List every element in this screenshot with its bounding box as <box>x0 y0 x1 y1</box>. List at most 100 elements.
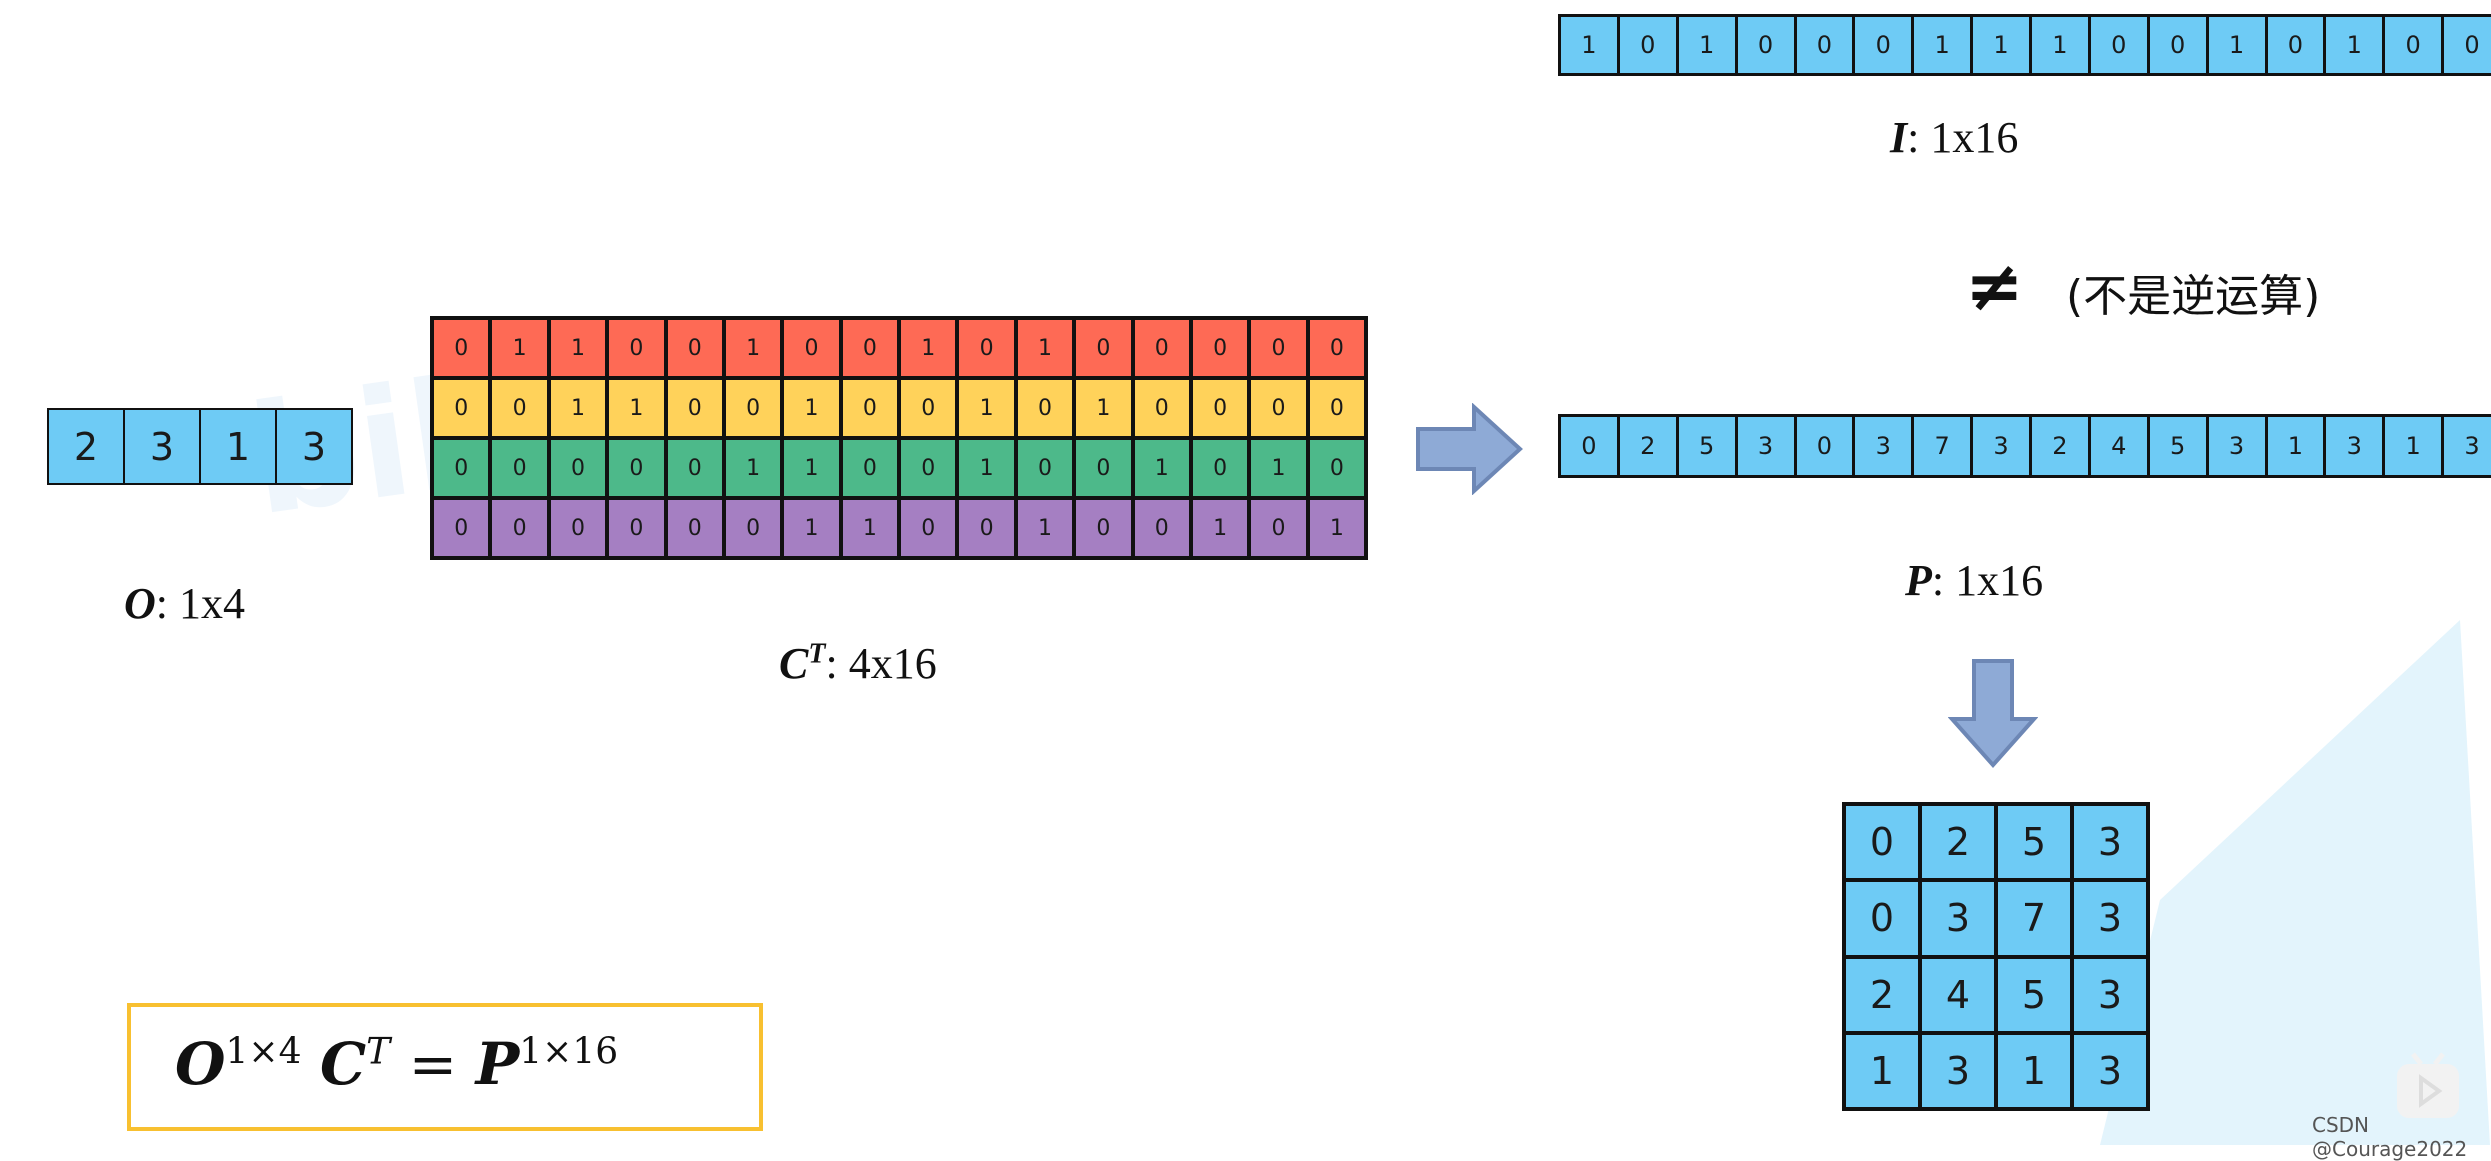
p-cell: 3 <box>2444 417 2491 475</box>
p-matrix-cell: 7 <box>1998 882 2070 955</box>
video-play-icon[interactable] <box>2393 1050 2463 1120</box>
o-label: O: 1x4 <box>124 579 246 628</box>
p-cell: 5 <box>1678 417 1735 475</box>
ct-cell: 0 <box>492 440 547 496</box>
i-cell: 0 <box>2267 17 2324 73</box>
ct-cell: 0 <box>1251 320 1306 376</box>
ct-cell: 0 <box>784 320 839 376</box>
p-matrix-cell: 1 <box>1846 1034 1918 1107</box>
ct-cell: 1 <box>901 320 956 376</box>
ct-cell: 0 <box>842 440 897 496</box>
ct-cell: 1 <box>1134 440 1189 496</box>
ct-cell: 1 <box>784 500 839 556</box>
p-cell: 0 <box>1796 417 1853 475</box>
o-cell: 1 <box>201 410 275 483</box>
ct-cell: 0 <box>842 380 897 436</box>
p-matrix-cell: 3 <box>2074 806 2146 879</box>
p-cell: 3 <box>2326 417 2383 475</box>
ct-cell: 0 <box>1251 380 1306 436</box>
ct-cell: 0 <box>667 500 722 556</box>
ct-cell: 0 <box>959 500 1014 556</box>
p-matrix-cell: 4 <box>1922 958 1994 1031</box>
p-matrix-cell: 2 <box>1846 958 1918 1031</box>
ct-cell: 0 <box>1134 380 1189 436</box>
down-arrow-icon <box>1948 659 2038 769</box>
ct-cell: 0 <box>434 380 489 436</box>
ct-cell: 1 <box>550 320 606 376</box>
ct-cell: 0 <box>901 500 956 556</box>
ct-cell: 1 <box>550 380 606 436</box>
ct-cell: 0 <box>1192 380 1248 436</box>
ct-cell: 0 <box>609 440 664 496</box>
p-cell: 4 <box>2090 417 2147 475</box>
ct-cell: 0 <box>550 440 606 496</box>
o-cell: 2 <box>49 410 123 483</box>
background-shape <box>2100 620 2490 1145</box>
ct-cell: 0 <box>842 320 897 376</box>
ct-cell: 0 <box>1017 380 1073 436</box>
ct-cell: 0 <box>1192 440 1248 496</box>
p-cell: 7 <box>1914 417 1971 475</box>
i-cell: 0 <box>2090 17 2147 73</box>
ct-cell: 0 <box>550 500 606 556</box>
ct-cell: 0 <box>434 440 489 496</box>
ct-cell: 0 <box>901 440 956 496</box>
ct-cell: 0 <box>1192 320 1248 376</box>
i-cell: 1 <box>1561 17 1617 73</box>
formula: O1×4 CT = P1×16 <box>175 1030 619 1098</box>
ct-cell: 0 <box>434 500 489 556</box>
i-cell: 0 <box>1619 17 1676 73</box>
i-label: I: 1x16 <box>1890 113 2019 162</box>
ct-cell: 0 <box>667 440 722 496</box>
ct-cell: 1 <box>1017 320 1073 376</box>
i-cell: 1 <box>2032 17 2088 73</box>
i-cell: 0 <box>2444 17 2491 73</box>
not-equal-sign: ≠ <box>1965 245 2024 327</box>
ct-cell: 1 <box>492 320 547 376</box>
ct-label: CT: 4x16 <box>779 638 937 688</box>
ct-cell: 0 <box>1076 320 1131 376</box>
p-matrix-cell: 3 <box>2074 882 2146 955</box>
ct-cell: 0 <box>1017 440 1073 496</box>
p-cell: 2 <box>1619 417 1676 475</box>
ct-cell: 1 <box>784 380 839 436</box>
ct-cell: 1 <box>784 440 839 496</box>
p-matrix-cell: 3 <box>2074 1034 2146 1107</box>
ct-cell: 0 <box>725 380 781 436</box>
p-matrix-cell: 2 <box>1922 806 1994 879</box>
ct-cell: 0 <box>609 320 664 376</box>
formula-box <box>127 1003 763 1131</box>
ct-cell: 0 <box>1251 500 1306 556</box>
p-matrix-cell: 0 <box>1846 806 1918 879</box>
ct-cell: 0 <box>492 380 547 436</box>
i-cell: 1 <box>2326 17 2383 73</box>
ct-cell: 0 <box>1309 440 1364 496</box>
i-cell: 1 <box>1914 17 1971 73</box>
ct-cell: 0 <box>1076 500 1131 556</box>
i-cell: 0 <box>2385 17 2442 73</box>
ct-cell: 1 <box>1309 500 1364 556</box>
ct-cell: 0 <box>609 500 664 556</box>
p-matrix-cell: 3 <box>1922 882 1994 955</box>
ct-cell: 1 <box>959 440 1014 496</box>
o-cell: 3 <box>277 410 351 483</box>
ct-cell: 0 <box>1134 500 1189 556</box>
ct-cell: 1 <box>959 380 1014 436</box>
i-cell: 0 <box>1796 17 1853 73</box>
p-cell: 1 <box>2267 417 2324 475</box>
ct-cell: 1 <box>842 500 897 556</box>
ct-cell: 0 <box>1076 440 1131 496</box>
p-cell: 0 <box>1561 417 1617 475</box>
p-cell: 3 <box>2208 417 2265 475</box>
p-cell: 5 <box>2149 417 2206 475</box>
ct-cell: 1 <box>1076 380 1131 436</box>
ct-cell: 1 <box>725 320 781 376</box>
i-cell: 1 <box>1678 17 1735 73</box>
p-cell: 3 <box>1973 417 2029 475</box>
